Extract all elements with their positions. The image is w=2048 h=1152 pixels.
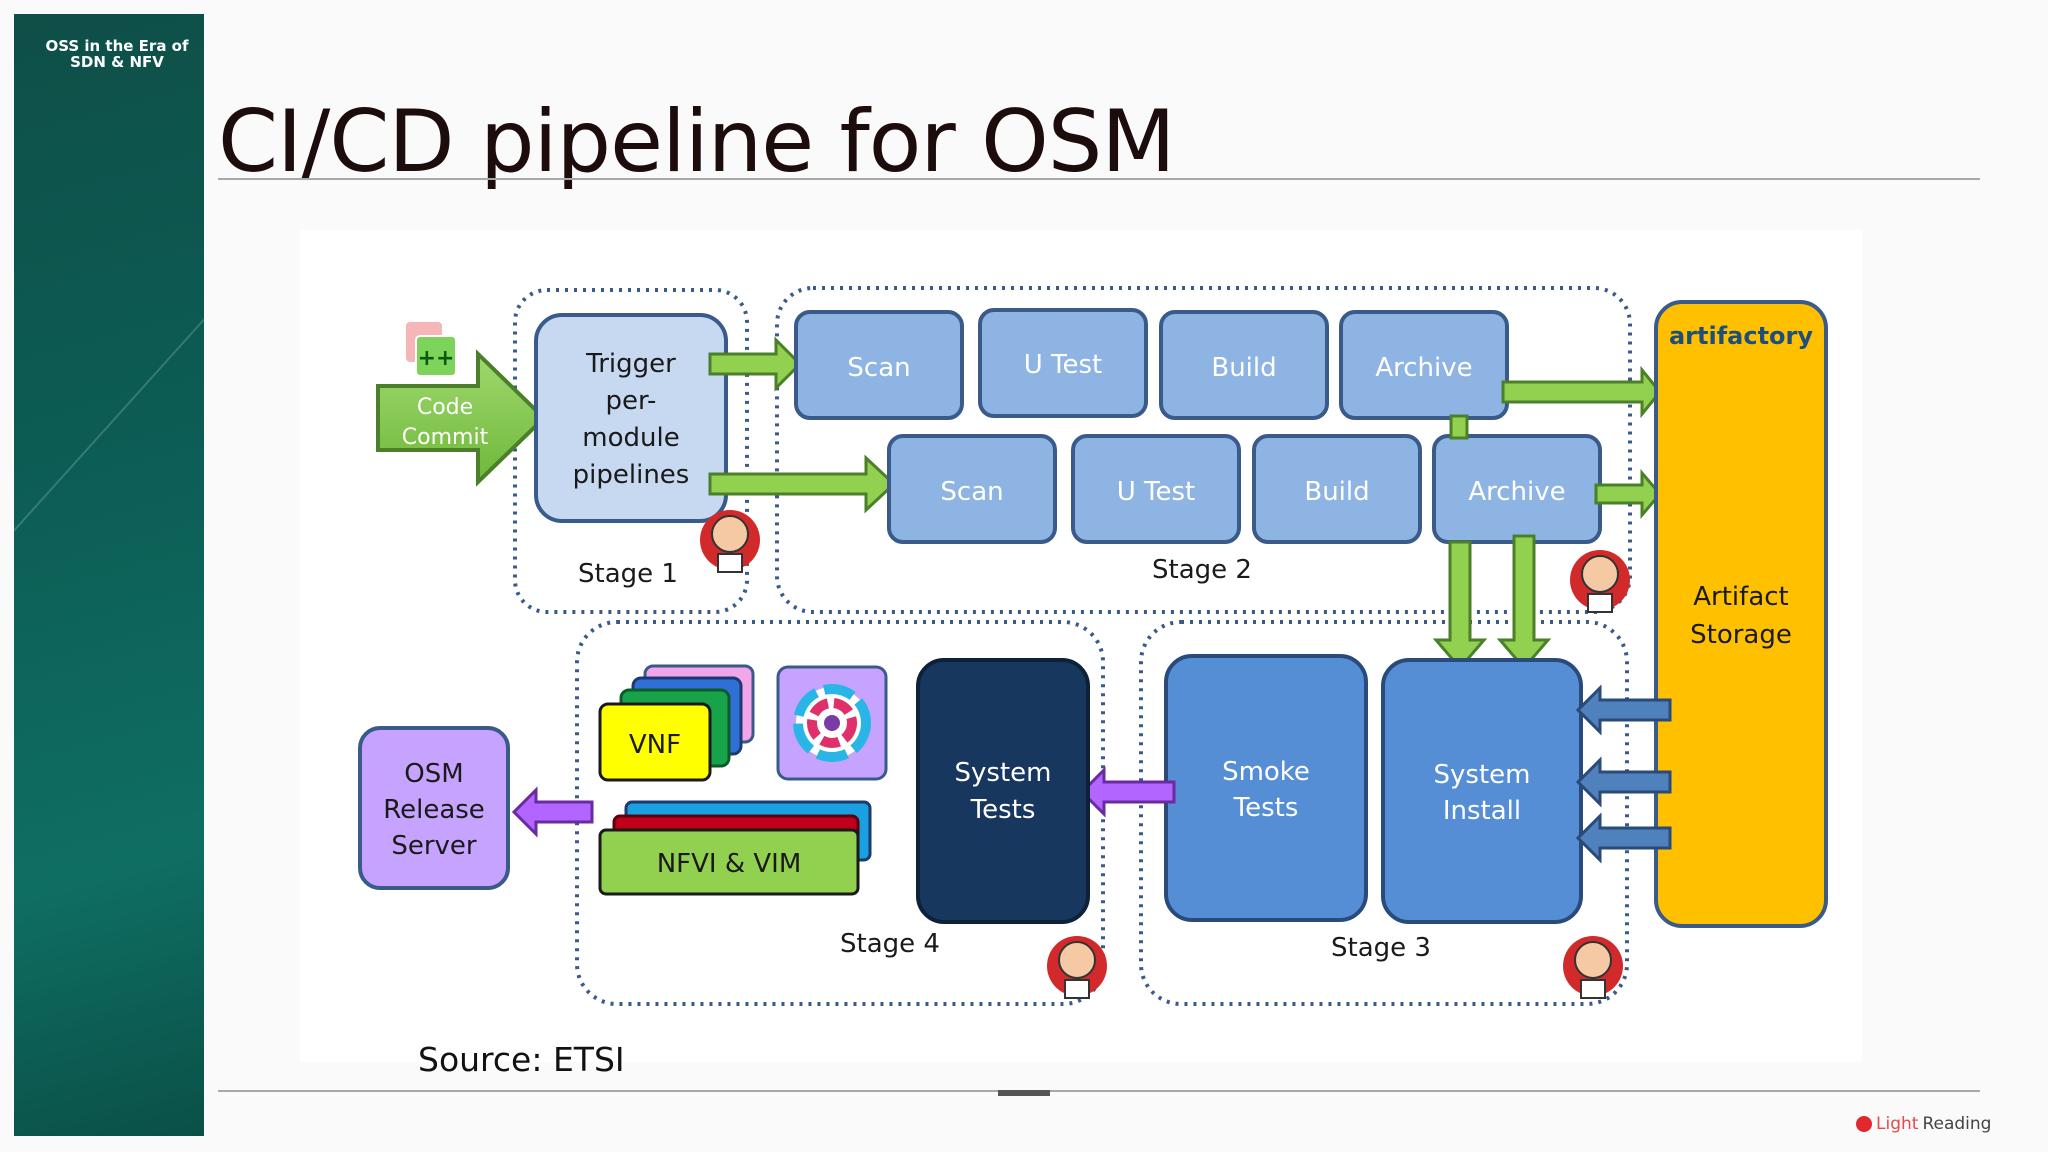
osm-logo-icon [776, 665, 888, 781]
stage2-label: Stage 2 [1152, 555, 1252, 585]
row1-utest: U Test [978, 308, 1148, 418]
slide-progress-marker [998, 1090, 1050, 1096]
artifact-storage-label-2: Storage [1690, 620, 1792, 650]
sidebar: OSS in the Era of SDN & NFV [14, 14, 204, 1136]
osm-release-server: OSM Release Server [358, 726, 510, 890]
row2-scan-label: Scan [940, 477, 1003, 507]
trigger-box [534, 313, 728, 523]
trigger-line-1: Trigger [585, 349, 676, 379]
trigger-arrow-row1 [708, 336, 803, 392]
git-diff-icon-front [415, 335, 457, 377]
trigger-arrow-row2 [708, 454, 897, 514]
install-arrow-2 [1575, 756, 1672, 808]
vnf-stack: VNF [598, 664, 755, 782]
archive2-to-artifactory-arrow [1594, 468, 1662, 520]
row2-archive: Archive [1432, 434, 1602, 544]
osm-release-label-3: Server [391, 831, 477, 861]
trigger-line-2: per- [606, 386, 657, 416]
artifact-storage [1654, 300, 1828, 928]
slide-title: CI/CD pipeline for OSM [218, 92, 1176, 192]
osm-release-label-1: OSM [404, 759, 463, 789]
smoke-tests-label-1: Smoke [1222, 757, 1310, 787]
footer-divider [218, 1090, 1980, 1092]
stage4-label: Stage 4 [840, 929, 940, 959]
stage1-container [513, 288, 749, 614]
nfvi-vim-stack: NFVI & VIM [598, 800, 872, 896]
smoke-tests-label-2: Tests [1233, 793, 1299, 823]
jenkins-icon-stage2 [1570, 550, 1630, 613]
smoke-to-system-tests-arrow [1079, 766, 1176, 818]
system-tests-label-1: System [955, 758, 1052, 788]
osm-release-label-2: Release [383, 795, 485, 825]
stage3-container [1139, 620, 1629, 1006]
system-install-box: System Install [1381, 658, 1583, 924]
diagram-svg: ++ Code Commit Trigger per- module pipel… [358, 286, 1828, 1006]
lightreading-icon [1856, 1116, 1872, 1132]
smoke-tests-box: Smoke Tests [1164, 654, 1368, 922]
row2-utest: U Test [1071, 434, 1241, 544]
stage1-label: Stage 1 [578, 559, 678, 589]
jenkins-icon-stage4 [1047, 936, 1107, 999]
trigger-line-3: module [582, 423, 679, 453]
system-install-label-1: System [1434, 760, 1531, 790]
git-plus-icon: ++ [418, 346, 455, 371]
jenkins-icon-stage3 [1563, 936, 1623, 999]
row2-utest-label: U Test [1117, 477, 1196, 507]
brand-part-1: Light [1876, 1114, 1919, 1134]
artifact-storage-label-1: Artifact [1693, 582, 1788, 612]
install-arrow-3 [1575, 812, 1672, 864]
row1-scan: Scan [794, 310, 964, 420]
archive1-to-artifactory-arrow [1501, 365, 1662, 419]
row2-archive-label: Archive [1468, 477, 1565, 507]
trigger-line-4: pipelines [573, 460, 690, 490]
stage2-container [775, 286, 1632, 614]
row1-utest-label: U Test [1024, 350, 1103, 380]
event-line-1: OSS in the Era of [45, 37, 189, 55]
row1-scan-label: Scan [847, 353, 910, 383]
down-arrow-right [1496, 534, 1552, 671]
row1-build: Build [1159, 310, 1329, 420]
vnf-label: VNF [629, 730, 681, 760]
row1-build-label: Build [1211, 353, 1276, 383]
event-logo: OSS in the Era of SDN & NFV [42, 38, 192, 70]
row1-archive-label: Archive [1375, 353, 1472, 383]
stage3-label: Stage 3 [1331, 933, 1431, 963]
system-tests-box: System Tests [916, 658, 1090, 924]
artifactory-logo: artifactory [1669, 322, 1813, 350]
row2-scan: Scan [887, 434, 1057, 544]
row2-build-label: Build [1304, 477, 1369, 507]
code-commit-arrow: ++ Code Commit [376, 322, 547, 487]
pipeline-diagram: ++ Code Commit Trigger per- module pipel… [300, 230, 1862, 1062]
event-line-2: SDN & NFV [70, 53, 164, 71]
nfvi-vim-label: NFVI & VIM [657, 849, 802, 879]
code-commit-label-2: Commit [402, 425, 489, 450]
row1-archive: Archive [1339, 310, 1509, 420]
row2-build: Build [1252, 434, 1422, 544]
title-divider [218, 178, 1980, 180]
brand-part-2: Reading [1922, 1114, 1992, 1134]
source-note: Source: ETSI [418, 1040, 625, 1079]
sidebar-decoration [14, 306, 204, 576]
install-arrow-1 [1575, 684, 1672, 736]
archive-connector [1449, 414, 1469, 440]
code-commit-label-1: Code [417, 395, 473, 420]
release-arrow [511, 786, 594, 838]
system-tests-label-2: Tests [970, 795, 1036, 825]
system-install-label-2: Install [1443, 796, 1521, 826]
down-arrow-left [1432, 540, 1488, 671]
jenkins-icon-stage1 [700, 510, 760, 573]
